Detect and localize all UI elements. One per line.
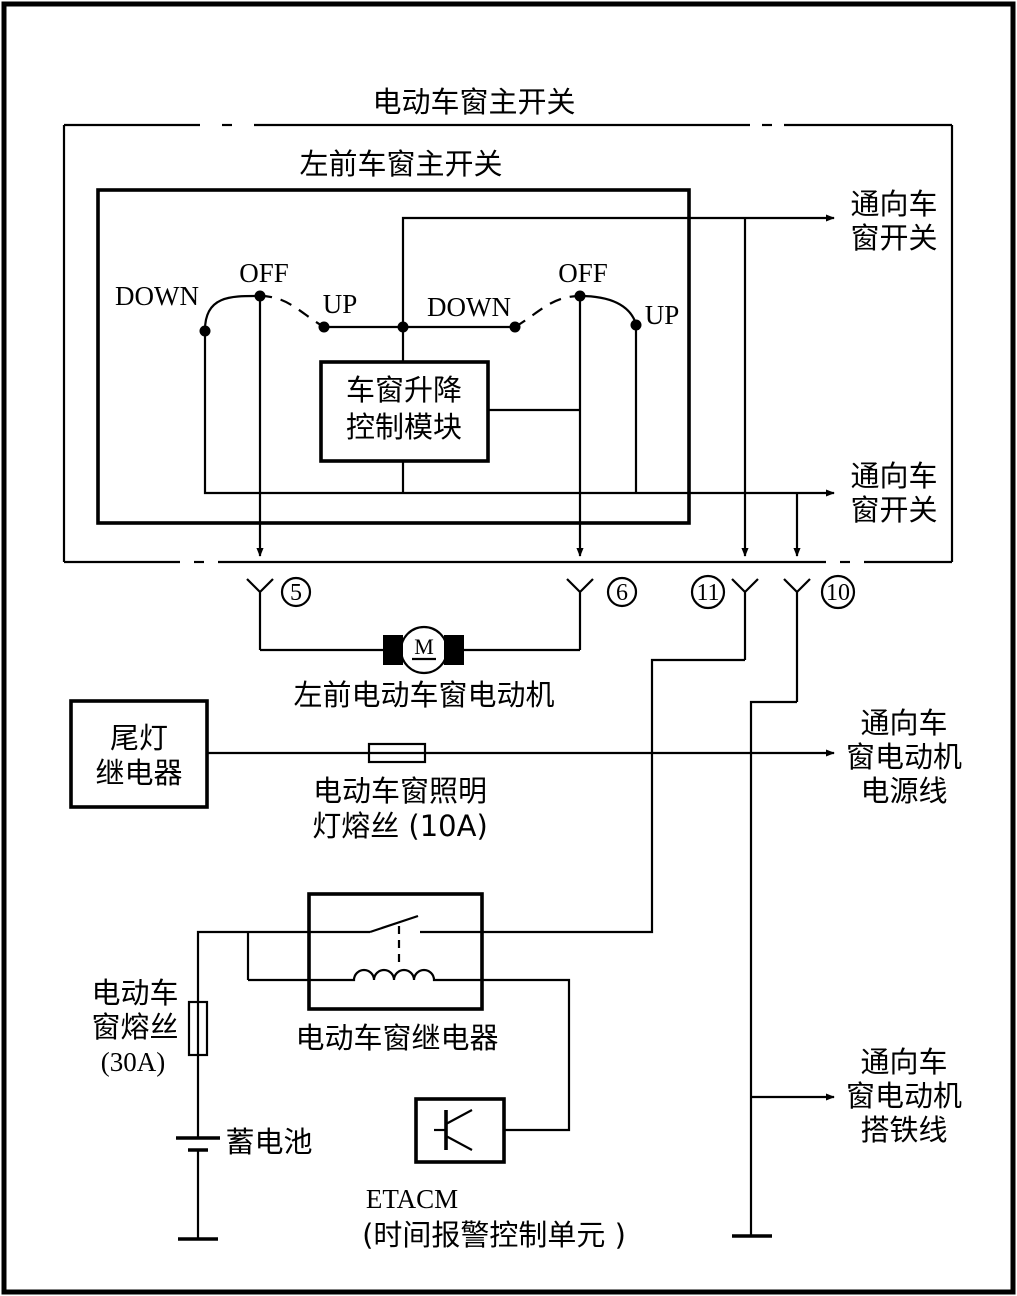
control-module-line1: 车窗升降 (346, 373, 462, 407)
window-fuse-30a (187, 1000, 209, 1057)
right-switch-dashed-arc (514, 294, 581, 328)
left-switch-off-label: OFF (239, 258, 289, 288)
connector-11: 11 (690, 574, 759, 660)
to-motor-power-line2: 窗电动机 (846, 740, 962, 774)
etacm-line2: (时间报警控制单元 ) (362, 1218, 626, 1252)
control-module-line2: 控制模块 (346, 410, 462, 444)
window-control-module (319, 360, 490, 463)
motor-brush-right (444, 635, 464, 665)
power-window-relay (307, 892, 484, 1011)
left-switch-up-label: UP (323, 289, 358, 319)
right-switch-arc (579, 294, 638, 325)
wire-battery-feed (196, 930, 248, 1138)
to-motor-ground-line1: 通向车 (860, 1045, 947, 1079)
to-window-switch-mid-line1: 通向车 (850, 459, 937, 493)
connector-10: 10 (783, 574, 856, 702)
motor-icon (399, 625, 449, 675)
wire-connector-10-to-ground (749, 700, 797, 1235)
window-fuse-line1: 电动车 (91, 976, 178, 1010)
left-switch-dashed-arc (259, 294, 325, 328)
connector-6: 6 (566, 576, 638, 650)
right-switch-down-contact (509, 321, 521, 333)
lamp-fuse-line1: 电动车窗照明 (313, 774, 487, 808)
relay-coil (310, 968, 571, 1132)
tail-relay-line1: 尾灯 (110, 721, 168, 755)
to-motor-power-line3: 电源线 (860, 774, 947, 808)
battery-symbol (176, 1136, 220, 1241)
battery-label: 蓄电池 (225, 1125, 312, 1159)
window-fuse-line2: 窗熔丝 (91, 1010, 178, 1044)
wire-to-window-switch-top (401, 214, 835, 327)
connector-5: 5 (246, 576, 312, 650)
etacm-line1: ETACM (366, 1184, 458, 1214)
etacm-unit (414, 1097, 506, 1164)
to-motor-ground-line2: 窗电动机 (846, 1079, 962, 1113)
lamp-fuse-10a (367, 742, 427, 764)
right-switch-down-label: DOWN (427, 292, 511, 322)
main-switch-title: 电动车窗主开关 (372, 85, 575, 119)
motor-brush-left (383, 635, 403, 665)
to-window-switch-top-line1: 通向车 (850, 187, 937, 221)
relay-switch-contact (248, 914, 419, 968)
to-motor-power-line1: 通向车 (860, 706, 947, 740)
left-switch-arc (203, 294, 261, 331)
right-switch-off-label: OFF (558, 258, 608, 288)
to-window-switch-mid-line2: 窗开关 (850, 493, 937, 527)
left-front-switch-box (96, 188, 691, 525)
lamp-fuse-line2: 灯熔丝 (10A) (312, 809, 488, 843)
to-window-switch-top-line2: 窗开关 (850, 221, 937, 255)
left-switch-down-label: DOWN (115, 281, 199, 311)
motor-label: 左前电动车窗电动机 (293, 678, 554, 712)
right-switch-up-label: UP (645, 300, 680, 330)
connector-5-number: 5 (290, 580, 302, 606)
main-switch-enclosure (62, 123, 954, 564)
connector-11-number: 11 (696, 580, 719, 606)
wire-to-window-switch-mid (203, 331, 835, 497)
transistor-icon (434, 1109, 473, 1151)
connector-6-number: 6 (616, 580, 628, 606)
left-front-switch-title: 左前车窗主开关 (299, 147, 502, 181)
window-relay-label: 电动车窗继电器 (295, 1021, 498, 1055)
connector-10-number: 10 (826, 580, 850, 606)
wire-connector-11-to-relay (420, 658, 745, 934)
window-fuse-line3: (30A) (101, 1047, 165, 1077)
to-motor-ground-line3: 搭铁线 (860, 1113, 947, 1147)
motor-symbol: M (414, 634, 434, 659)
tail-relay-line2: 继电器 (95, 756, 182, 790)
